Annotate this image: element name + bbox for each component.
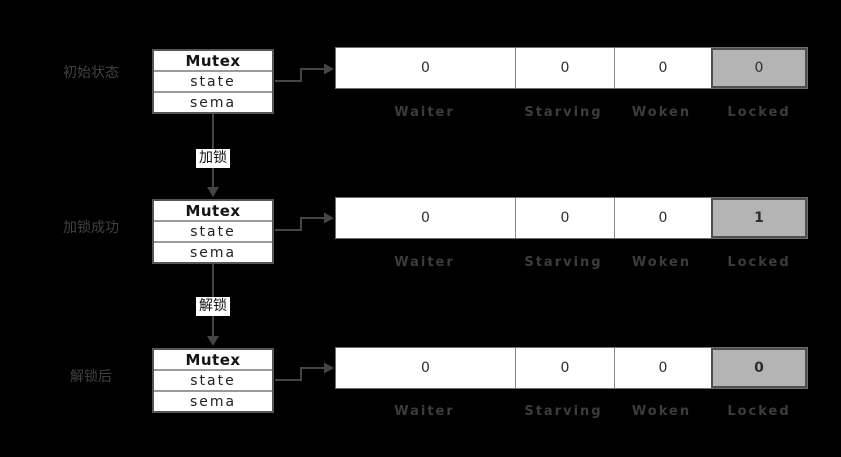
mutex-box: Mutex state sema xyxy=(152,199,274,264)
state-table: 0 0 0 1 xyxy=(335,197,808,239)
mutex-field-state: state xyxy=(154,222,272,243)
cell-waiter-value: 0 xyxy=(336,198,515,238)
column-label-woken: Woken xyxy=(631,255,692,270)
row-label-initial-state: 初始状态 xyxy=(63,65,119,81)
elbow-arrow-icon xyxy=(275,212,334,231)
column-label-starving: Starving xyxy=(524,255,603,270)
elbow-arrow-icon xyxy=(275,362,334,381)
mutex-box: Mutex state sema xyxy=(152,49,274,114)
cell-locked-value: 0 xyxy=(711,48,807,88)
mutex-field-sema: sema xyxy=(154,243,272,262)
cell-waiter-value: 0 xyxy=(336,348,515,388)
cell-locked-value: 1 xyxy=(711,198,807,238)
column-label-waiter: Waiter xyxy=(394,404,455,419)
cell-waiter-value: 0 xyxy=(336,48,515,88)
column-label-locked: Locked xyxy=(727,105,791,120)
transition-label-unlock: 解锁 xyxy=(196,297,230,316)
mutex-box-title: Mutex xyxy=(154,201,272,222)
row-label-lock-success: 加锁成功 xyxy=(63,220,119,236)
column-label-starving: Starving xyxy=(524,105,603,120)
column-labels: Waiter Starving Woken Locked xyxy=(335,105,808,120)
mutex-box: Mutex state sema xyxy=(152,348,274,413)
column-label-waiter: Waiter xyxy=(394,255,455,270)
mutex-box-title: Mutex xyxy=(154,350,272,371)
mutex-field-sema: sema xyxy=(154,93,272,112)
cell-starving-value: 0 xyxy=(515,198,614,238)
cell-starving-value: 0 xyxy=(515,348,614,388)
row-label-after-unlock: 解锁后 xyxy=(70,369,112,385)
column-label-starving: Starving xyxy=(524,404,603,419)
cell-woken-value: 0 xyxy=(614,198,711,238)
state-table: 0 0 0 0 xyxy=(335,47,808,89)
cell-woken-value: 0 xyxy=(614,348,711,388)
column-label-locked: Locked xyxy=(727,255,791,270)
transition-label-lock: 加锁 xyxy=(196,149,230,168)
cell-locked-value: 0 xyxy=(711,348,807,388)
mutex-field-state: state xyxy=(154,371,272,392)
state-table: 0 0 0 0 xyxy=(335,347,808,389)
mutex-field-sema: sema xyxy=(154,392,272,411)
elbow-arrow-icon xyxy=(275,63,334,82)
mutex-field-state: state xyxy=(154,72,272,93)
cell-starving-value: 0 xyxy=(515,48,614,88)
column-label-waiter: Waiter xyxy=(394,105,455,120)
mutex-box-title: Mutex xyxy=(154,51,272,72)
column-labels: Waiter Starving Woken Locked xyxy=(335,404,808,419)
column-labels: Waiter Starving Woken Locked xyxy=(335,255,808,270)
column-label-woken: Woken xyxy=(631,404,692,419)
column-label-woken: Woken xyxy=(631,105,692,120)
cell-woken-value: 0 xyxy=(614,48,711,88)
column-label-locked: Locked xyxy=(727,404,791,419)
